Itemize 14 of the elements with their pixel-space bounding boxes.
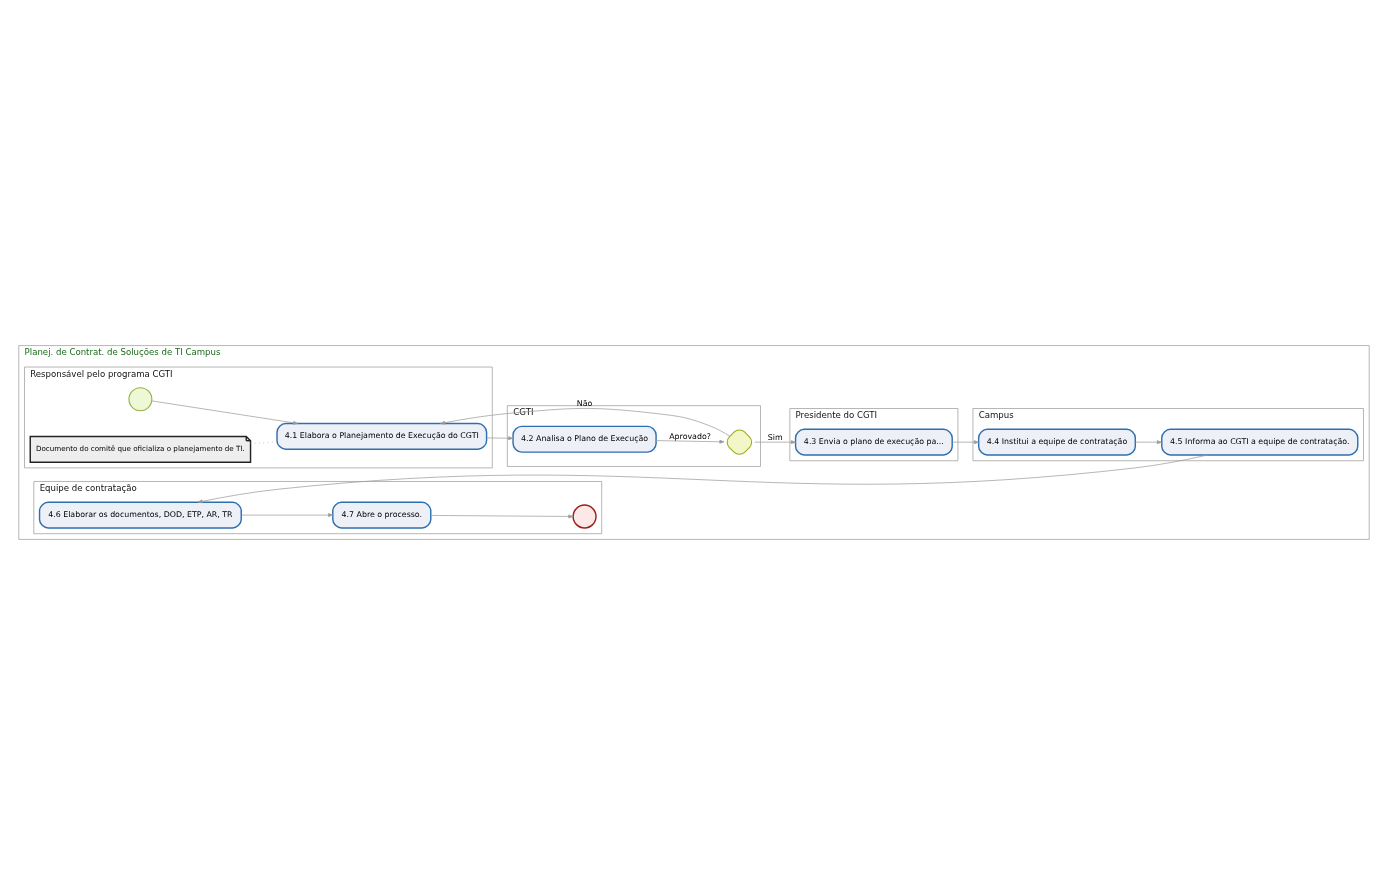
node-diamond bbox=[726, 428, 753, 455]
arrow bbox=[655, 439, 725, 444]
arrow bbox=[952, 439, 979, 444]
arrow bbox=[151, 400, 299, 425]
connector bbox=[250, 441, 278, 444]
arrow bbox=[1135, 439, 1162, 444]
arrow bbox=[486, 435, 514, 440]
arrow bbox=[440, 407, 731, 437]
node-circle bbox=[572, 503, 597, 529]
arrow bbox=[430, 514, 574, 518]
arrow bbox=[241, 512, 334, 517]
arrow bbox=[197, 454, 1208, 503]
arrow bbox=[754, 439, 796, 444]
node-circle bbox=[128, 386, 153, 411]
